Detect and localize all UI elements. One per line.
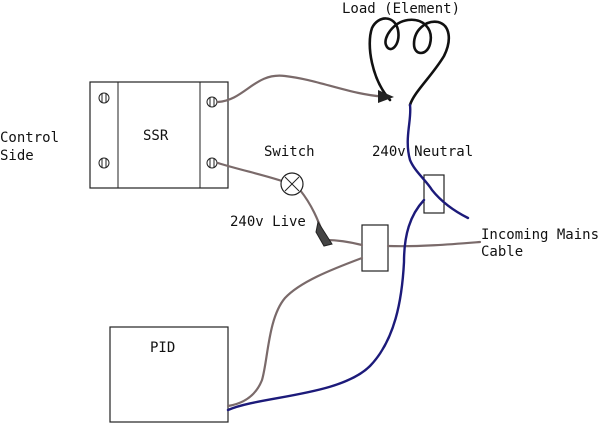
label-neutral: 240v Neutral <box>372 144 473 160</box>
arrow-icon <box>378 90 394 103</box>
load-element <box>368 17 451 107</box>
wire-load-neutral <box>406 103 470 220</box>
label-control-side-2: Side <box>0 148 34 164</box>
label-live: 240v Live <box>230 214 306 230</box>
label-switch: Switch <box>264 144 315 160</box>
ssr-box <box>89 81 229 189</box>
wire-ssr-to-switch <box>216 161 287 184</box>
live-connector <box>361 224 389 272</box>
wire-mains-live <box>386 240 482 248</box>
wire-connector-to-pid <box>226 256 364 408</box>
screw-icon <box>206 157 218 169</box>
label-control-side-1: Control <box>0 130 59 146</box>
label-mains-2: Cable <box>481 244 523 260</box>
pid-box <box>109 326 229 423</box>
plug-icon <box>315 220 333 247</box>
label-ssr: SSR <box>143 128 169 144</box>
wire-neutral-to-pid <box>226 198 426 412</box>
label-mains-1: Incoming Mains <box>481 227 599 243</box>
screw-icon <box>206 96 218 108</box>
label-load: Load (Element) <box>342 1 460 17</box>
wire-ssr-to-load <box>216 74 390 104</box>
switch-icon <box>280 172 304 196</box>
label-pid: PID <box>150 340 175 356</box>
screw-icon <box>98 92 110 104</box>
screw-icon <box>98 157 110 169</box>
